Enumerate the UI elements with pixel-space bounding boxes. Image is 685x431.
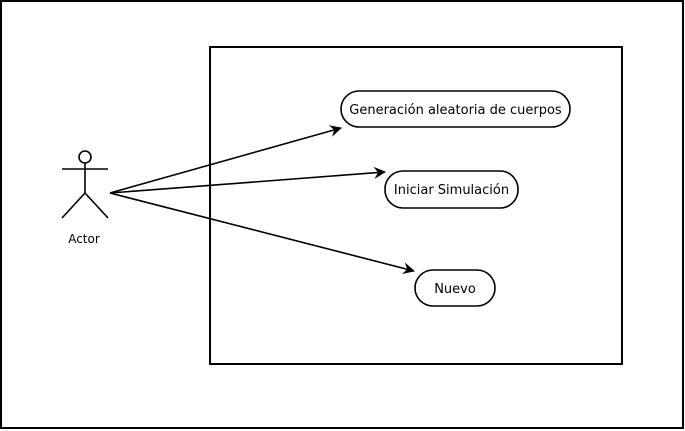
use-case-iniciar-simulacion-shape xyxy=(384,170,519,209)
use-case-nuevo-shape xyxy=(414,269,496,307)
association-arrow-nuevo xyxy=(109,192,415,275)
system-boundary xyxy=(209,46,623,365)
use-case-generacion[interactable]: Generación aleatoria de cuerpos xyxy=(340,90,571,128)
use-case-iniciar-simulacion-label: Iniciar Simulación xyxy=(394,183,509,198)
association-arrow-iniciar xyxy=(109,166,386,194)
use-case-generacion-label: Generación aleatoria de cuerpos xyxy=(349,103,562,118)
actor-label: Actor xyxy=(68,232,100,246)
use-case-nuevo[interactable]: Nuevo xyxy=(414,269,496,307)
use-case-generacion-shape xyxy=(340,90,571,128)
association-arrow-generacion xyxy=(109,125,342,194)
use-case-iniciar-simulacion[interactable]: Iniciar Simulación xyxy=(384,170,519,209)
actor-left-leg xyxy=(61,192,86,219)
actor-head xyxy=(78,150,92,164)
actor-right-leg xyxy=(84,192,109,219)
actor-figure[interactable] xyxy=(61,150,109,219)
use-case-nuevo-label: Nuevo xyxy=(434,282,476,297)
